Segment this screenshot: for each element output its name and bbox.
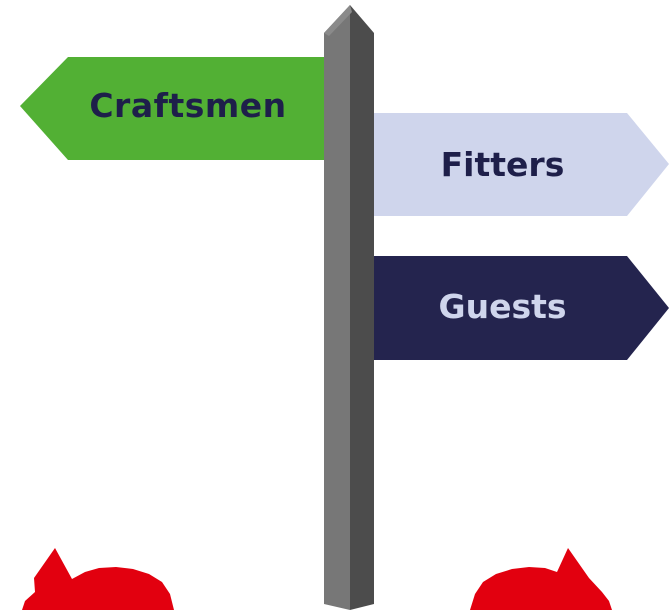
craftsmen-label: Craftsmen <box>89 86 287 125</box>
fitters-sign <box>365 113 669 216</box>
signpost-pole <box>324 5 374 610</box>
craftsmen-sign <box>20 57 330 160</box>
red-arrow-left-icon <box>22 548 174 610</box>
guests-label: Guests <box>438 287 567 326</box>
fitters-label: Fitters <box>440 145 565 184</box>
guests-sign <box>365 256 669 360</box>
red-arrow-right-icon <box>470 548 612 610</box>
